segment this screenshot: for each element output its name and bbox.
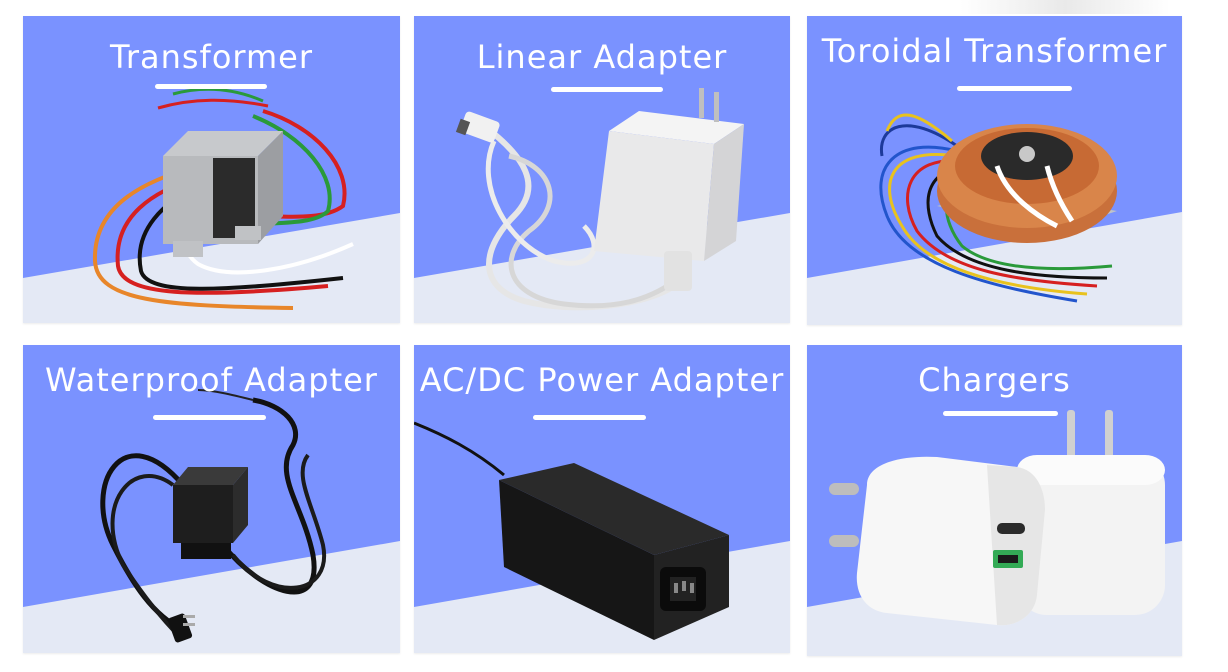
title-underline xyxy=(943,411,1058,416)
product-title[interactable]: Toroidal Transformer xyxy=(821,32,1168,70)
product-card-chargers[interactable]: Chargers xyxy=(807,345,1182,656)
product-card-acdc-power-adapter[interactable]: AC/DC Power Adapter xyxy=(414,345,790,653)
title-underline xyxy=(957,86,1072,91)
title-underline xyxy=(155,84,267,89)
title-underline xyxy=(551,87,663,92)
top-decoration xyxy=(960,0,1170,14)
title-underline xyxy=(153,415,266,420)
product-title[interactable]: Chargers xyxy=(918,361,1071,399)
product-title[interactable]: Transformer xyxy=(109,38,313,76)
product-title[interactable]: AC/DC Power Adapter xyxy=(419,361,785,399)
product-title[interactable]: Waterproof Adapter xyxy=(45,361,378,399)
title-underline xyxy=(533,415,646,420)
product-title[interactable]: Linear Adapter xyxy=(476,38,728,76)
product-card-waterproof-adapter[interactable]: Waterproof Adapter xyxy=(23,345,400,653)
product-card-linear-adapter[interactable]: Linear Adapter xyxy=(414,16,790,323)
product-card-transformer[interactable]: Transformer xyxy=(23,16,400,323)
product-card-toroidal-transformer[interactable]: Toroidal Transformer xyxy=(807,16,1182,325)
